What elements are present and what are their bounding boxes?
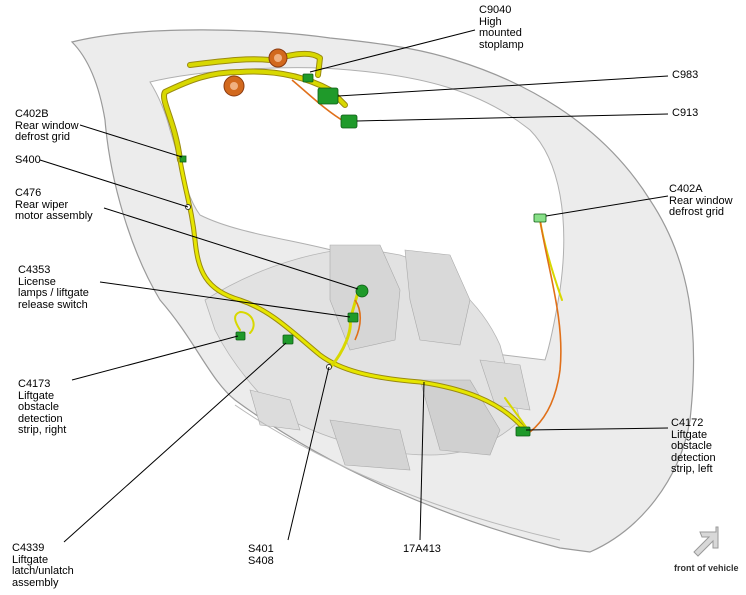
leader-lines: [39, 29, 669, 543]
wiring-harness: [161, 50, 563, 433]
connector-c4339: [282, 334, 294, 345]
label-harness-17a413: 17A413: [403, 543, 441, 555]
connector-c4172: [515, 426, 531, 437]
front-arrow-icon: [693, 526, 719, 557]
grommets: [223, 48, 288, 97]
label-c9040: C9040 High mounted stoplamp: [479, 4, 524, 51]
connector-c9040: [302, 73, 314, 83]
connectors: [179, 73, 547, 437]
label-c476: C476 Rear wiper motor assembly: [15, 187, 93, 222]
label-c4339: C4339 Liftgate latch/unlatch assembly: [12, 542, 74, 589]
label-s400: S400: [15, 154, 41, 166]
label-c4172: C4172 Liftgate obstacle detection strip,…: [671, 417, 716, 475]
connector-c983: [317, 87, 339, 105]
label-c913: C913: [672, 107, 699, 119]
label-s401-s408: S401 S408: [248, 543, 274, 567]
label-c4173: C4173 Liftgate obstacle detection strip,…: [18, 378, 67, 436]
connector-c4353: [347, 312, 359, 323]
connector-c4173: [235, 331, 246, 341]
label-c402b: C402B Rear window defrost grid: [15, 108, 79, 143]
label-c402a: C402A Rear window defrost grid: [669, 183, 733, 218]
connector-c402b: [179, 155, 187, 163]
connector-c913: [340, 114, 358, 129]
connector-c476: [355, 284, 369, 298]
label-c983: C983: [672, 69, 699, 81]
liftgate-panel: [70, 29, 695, 553]
connector-c402a: [533, 213, 547, 223]
front-of-vehicle-label: front of vehicle: [674, 563, 739, 573]
label-c4353: C4353 License lamps / liftgate release s…: [18, 264, 89, 311]
